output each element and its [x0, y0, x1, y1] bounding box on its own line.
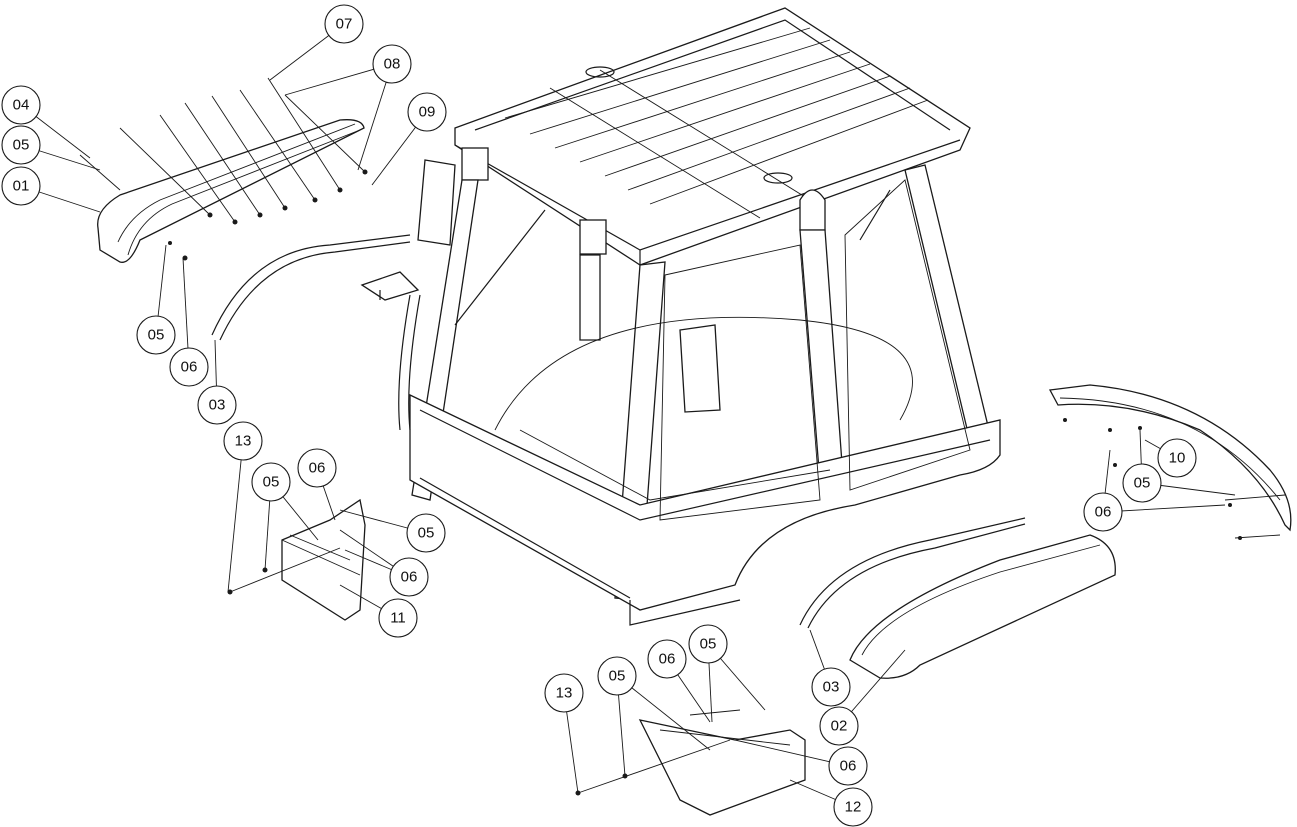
part-01-left-fender — [97, 119, 365, 263]
callout-07: 07 — [324, 4, 364, 44]
svg-text:02: 02 — [831, 718, 848, 735]
callout-05: 05 — [1, 125, 41, 165]
callout-05: 05 — [1122, 463, 1162, 503]
callout-02: 02 — [819, 706, 859, 746]
callout-05: 05 — [688, 624, 728, 664]
svg-text:05: 05 — [609, 668, 626, 685]
svg-text:13: 13 — [235, 433, 252, 450]
svg-text:12: 12 — [845, 799, 862, 816]
part-10-rear-fender — [1048, 384, 1292, 540]
callout-06: 06 — [389, 557, 429, 597]
callout-06: 06 — [169, 347, 209, 387]
svg-text:05: 05 — [1134, 475, 1151, 492]
callout-06: 06 — [297, 448, 337, 488]
callout-10: 10 — [1157, 438, 1197, 478]
callout-06: 06 — [1083, 492, 1123, 532]
svg-text:06: 06 — [401, 569, 418, 586]
svg-text:06: 06 — [1095, 504, 1112, 521]
callout-04: 04 — [1, 85, 41, 125]
svg-text:11: 11 — [390, 610, 406, 627]
part-12-right-mud-flap — [575, 709, 806, 816]
callout-08: 08 — [372, 44, 412, 84]
svg-text:06: 06 — [181, 359, 198, 376]
callout-06: 06 — [647, 639, 687, 679]
part-11-left-mud-flap — [227, 498, 366, 621]
svg-text:06: 06 — [659, 651, 676, 668]
part-03-left-seal-strip — [211, 234, 411, 336]
svg-text:05: 05 — [148, 327, 165, 344]
part-02-right-fender — [849, 534, 1116, 679]
part-03-right-seal-strip — [799, 517, 1026, 626]
callout-03: 03 — [811, 667, 851, 707]
callout-13: 13 — [223, 421, 263, 461]
fasteners-01 — [79, 77, 368, 261]
callout-06: 06 — [828, 746, 868, 786]
svg-text:10: 10 — [1169, 450, 1186, 467]
callout-01: 01 — [1, 166, 41, 206]
svg-text:03: 03 — [823, 679, 840, 696]
svg-text:05: 05 — [263, 474, 280, 491]
svg-text:04: 04 — [13, 97, 30, 114]
callout-03: 03 — [197, 385, 237, 425]
svg-text:08: 08 — [384, 56, 401, 73]
cab-assembly — [360, 7, 1001, 626]
svg-text:01: 01 — [13, 178, 30, 195]
callout-05: 05 — [136, 315, 176, 355]
callout-11: 11 — [378, 598, 418, 638]
svg-text:06: 06 — [840, 758, 857, 775]
svg-text:07: 07 — [336, 16, 353, 33]
callout-05: 05 — [251, 462, 291, 502]
callout-13: 13 — [544, 673, 584, 713]
svg-text:06: 06 — [309, 460, 326, 477]
callout-09: 09 — [407, 92, 447, 132]
callout-12: 12 — [833, 787, 873, 827]
svg-text:05: 05 — [418, 525, 435, 542]
svg-text:13: 13 — [556, 685, 573, 702]
svg-text:09: 09 — [419, 104, 436, 121]
svg-text:03: 03 — [209, 397, 226, 414]
callout-05: 05 — [406, 513, 446, 553]
svg-text:05: 05 — [13, 137, 30, 154]
svg-text:05: 05 — [700, 636, 717, 653]
callout-05: 05 — [597, 656, 637, 696]
